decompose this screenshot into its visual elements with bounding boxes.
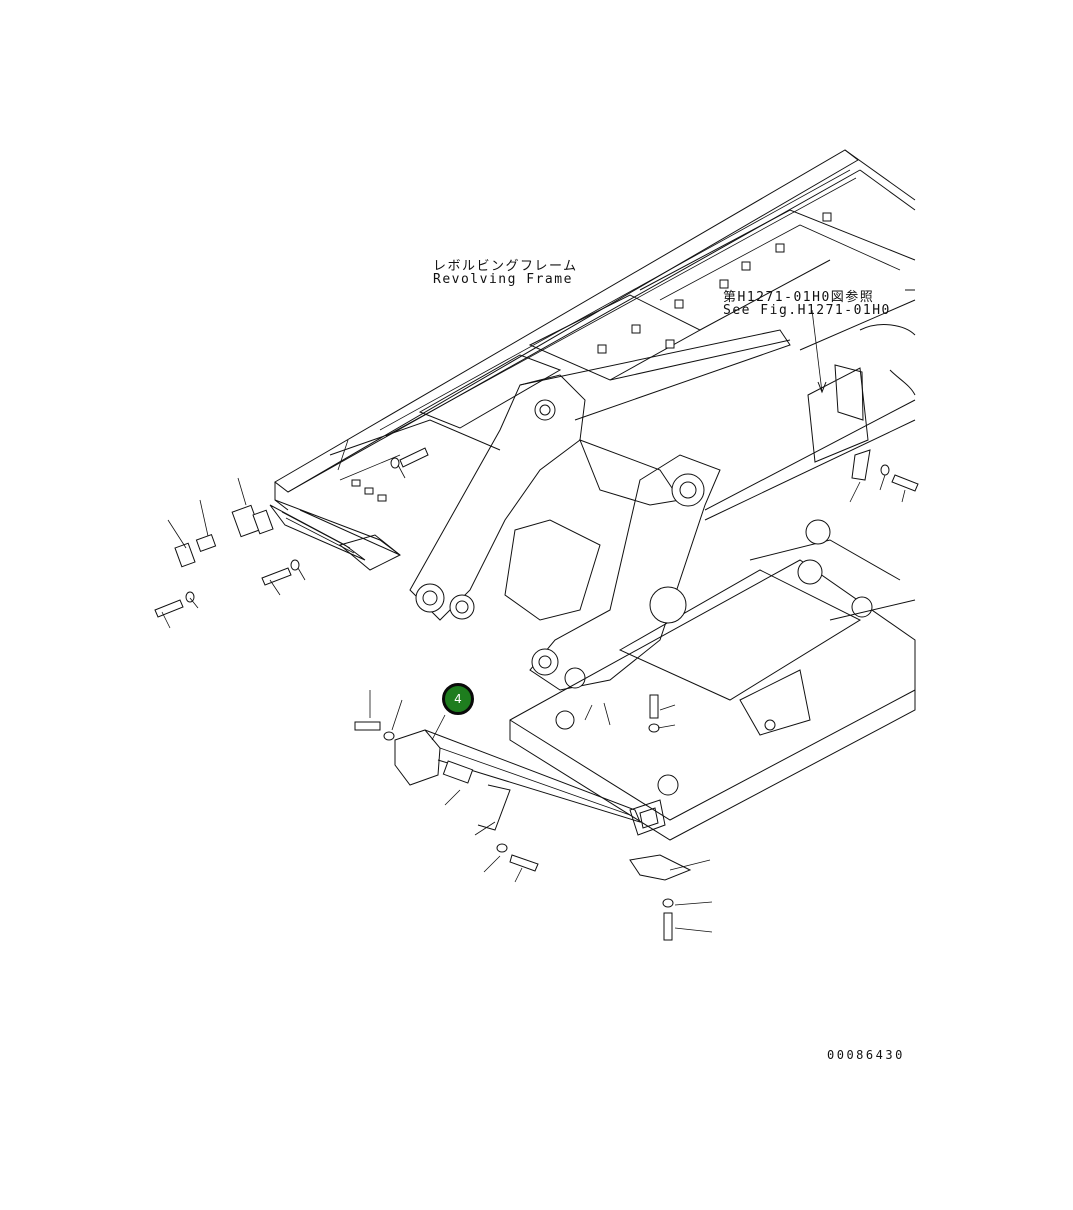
drawing-number: 00086430: [827, 1048, 905, 1062]
leader-lines: [161, 309, 906, 933]
hardware: [154, 364, 919, 941]
callout-4[interactable]: 4: [442, 683, 474, 715]
revolving-frame-label-en: Revolving Frame: [433, 272, 573, 287]
callout-number: 4: [454, 692, 462, 706]
figure-reference-jp: 第H1271-01H0図参照: [723, 290, 875, 305]
revolving-frame-label-jp: レボルビングフレーム: [433, 259, 578, 274]
boom-bracket: [409, 329, 916, 691]
revolving-frame: [274, 149, 916, 511]
figure-reference-en: See Fig.H1271-01H0: [723, 303, 891, 318]
lower-deck: [509, 519, 916, 841]
step-assembly: [269, 419, 501, 571]
